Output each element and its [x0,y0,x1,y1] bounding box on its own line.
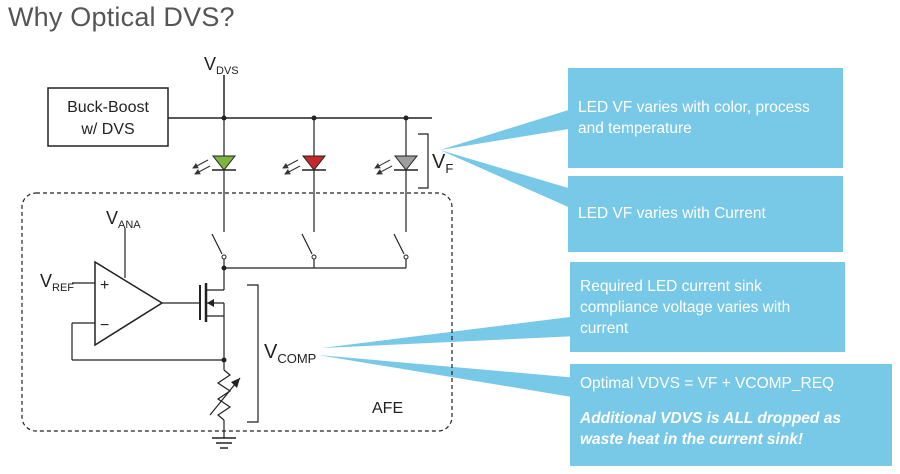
variable-resistor [209,360,241,438]
afe-box [21,192,453,432]
vcomp-label: VCOMP [264,341,316,366]
callout-4-text: Optimal VDVS = VF + VCOMP_REQ [580,375,835,392]
vdvs-label: VDVS [204,54,239,77]
afe-label: AFE [372,400,403,417]
led-green [192,118,237,232]
buck-boost-line1: Buck-Boost [67,99,149,116]
callout-compliance: Required LED current sink compliance vol… [570,262,845,352]
opamp-minus: − [100,317,109,334]
vf-bracket [418,133,429,189]
callout-vf-current: LED VF varies with Current [568,176,843,252]
page-title: Why Optical DVS? [8,2,235,32]
callout-3-line3: current [580,320,629,337]
callout-pointer-2 [440,150,575,210]
callout-4-bold1: Additional VDVS is ALL dropped as [580,410,841,427]
opamp-plus: + [100,277,109,294]
led-gray [374,118,419,232]
callout-1-line2: and temperature [578,120,692,137]
callout-pointer-4 [318,355,578,398]
led-red [282,118,327,232]
vcomp-bracket [247,284,259,423]
callout-pointer-3 [322,316,578,348]
switch-1 [211,233,227,260]
callout-pointer-1 [440,108,575,150]
callout-optimal-vdvs: Optimal VDVS = VF + VCOMP_REQ Additional… [570,364,892,466]
vana-label: VANA [106,208,141,231]
buck-boost-box [47,87,169,147]
buck-boost-line2: w/ DVS [80,121,134,138]
callout-3-line1: Required LED current sink [580,278,762,295]
callout-3-line2: compliance voltage varies with [580,299,791,316]
mosfet [199,283,225,360]
callout-2-text: LED VF varies with Current [578,205,766,222]
callout-4-bold2: waste heat in the current sink! [580,431,804,448]
ground-symbol [212,437,236,449]
callout-vf-color: LED VF varies with color, process and te… [568,68,843,168]
callout-1-line1: LED VF varies with color, process [578,99,810,116]
switch-3 [393,233,409,260]
vref-label: VREF [40,271,74,294]
switch-2 [301,233,317,260]
opamp [71,228,224,361]
vf-label: VF [432,151,453,176]
